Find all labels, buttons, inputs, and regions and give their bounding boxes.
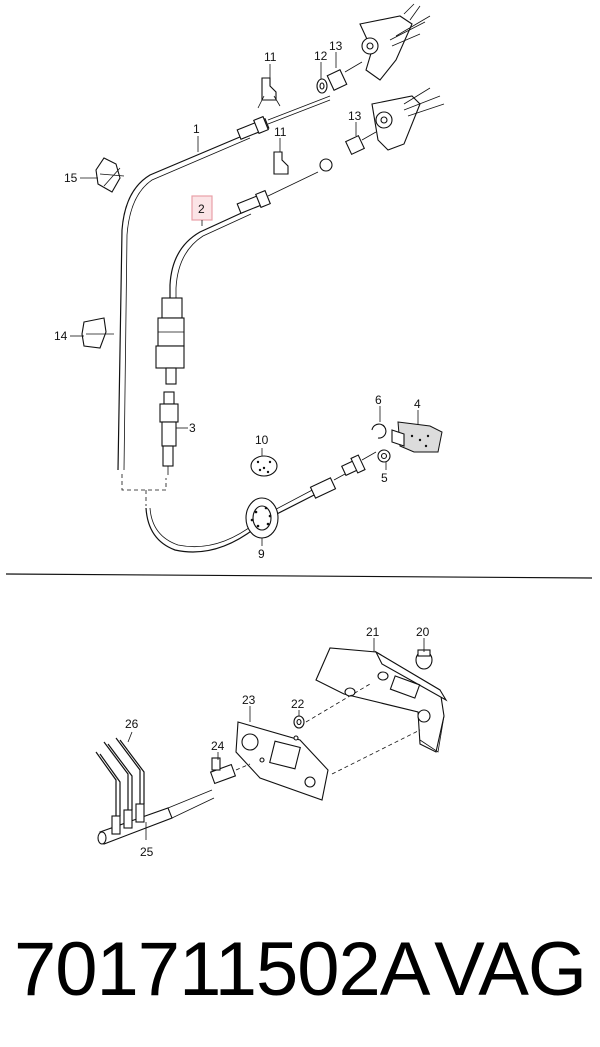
part-11-clip-upper: [257, 77, 281, 109]
part-10-plug: [250, 455, 278, 477]
cable-1-fitting: [236, 95, 331, 140]
part-20-nut: [415, 649, 433, 670]
part-12-washer: [316, 78, 328, 94]
callout-3: 3: [189, 421, 196, 435]
part-13-bush-upper: [326, 61, 363, 91]
part-15-clip: [95, 157, 125, 193]
cable-2: [169, 209, 249, 300]
callout-6: 6: [375, 393, 382, 407]
upper-lever-bracket: [359, 3, 431, 81]
part-24-fitting: [209, 757, 237, 785]
part-9-grommet: [245, 497, 279, 539]
part-6-clip: [371, 423, 387, 439]
cable-2-housing: [155, 297, 185, 385]
callout-26: 26: [125, 717, 139, 731]
callout-4: 4: [414, 397, 421, 411]
callout-1: 1: [193, 122, 200, 136]
callout-23: 23: [242, 693, 256, 707]
brand-name: VAG: [434, 927, 587, 1012]
part-14-clip: [81, 317, 114, 349]
part-13-bush-lower: [344, 131, 377, 156]
part-number: 701711502A: [14, 927, 430, 1012]
callout-20: 20: [416, 625, 430, 639]
part-23-plate: [235, 721, 329, 801]
cable-1: [117, 133, 248, 471]
part-5: [377, 449, 391, 463]
part-3: [159, 391, 179, 475]
callout-11-upper: 11: [264, 50, 277, 64]
cable-2-fitting: [236, 158, 333, 214]
caption: 701711502A VAG: [14, 920, 594, 1020]
lower-cable-fitting: [309, 451, 377, 499]
callout-24: 24: [211, 739, 225, 753]
callout-15: 15: [64, 171, 78, 185]
callout-12: 12: [314, 49, 328, 63]
callout-9: 9: [258, 547, 265, 561]
parts-diagram: 1 2 3 4 5 6 9 10 11 11 12 13 13 14 15: [5, 3, 593, 859]
callout-25: 25: [140, 845, 154, 859]
callout-10: 10: [255, 433, 269, 447]
callout-22: 22: [291, 697, 305, 711]
lower-cable: [145, 491, 321, 553]
part-4-block: [391, 421, 443, 453]
lower-lever-bracket: [371, 87, 445, 151]
callout-13-lower: 13: [348, 109, 362, 123]
part-11-clip-lower: [273, 151, 289, 175]
callout-11-lower: 11: [274, 125, 287, 139]
part-25-shaft: [97, 789, 215, 845]
callout-5: 5: [381, 471, 388, 485]
part-22-washer: [293, 715, 305, 729]
callout-2: 2: [198, 202, 205, 216]
part-21-bracket: [315, 647, 448, 753]
callout-14: 14: [54, 329, 68, 343]
callout-21: 21: [366, 625, 380, 639]
callout-13-upper: 13: [329, 39, 343, 53]
section-divider: [5, 573, 593, 579]
part-26-rods: [95, 737, 145, 816]
